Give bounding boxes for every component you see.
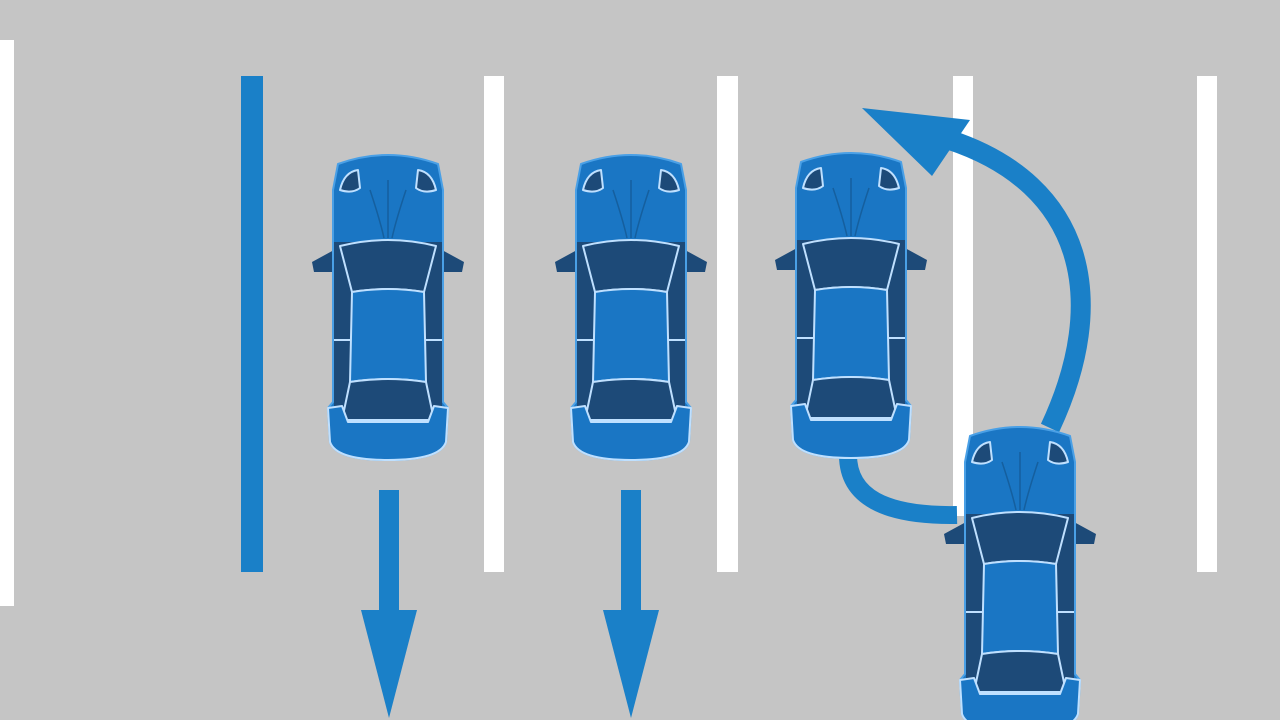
lane-line <box>484 76 504 572</box>
arrow-down-icon <box>361 490 417 718</box>
lane-line <box>0 40 14 606</box>
car-icon <box>943 426 1097 720</box>
lane-line <box>1197 76 1217 572</box>
highlighted-lane-line <box>241 76 263 572</box>
arrow-down-icon <box>603 490 659 718</box>
lane-line <box>953 76 973 516</box>
car-icon <box>311 154 465 461</box>
car-icon <box>554 154 708 461</box>
lane-line <box>717 76 738 572</box>
curved-arrow-icon <box>839 108 1091 525</box>
car-icon <box>774 152 928 459</box>
